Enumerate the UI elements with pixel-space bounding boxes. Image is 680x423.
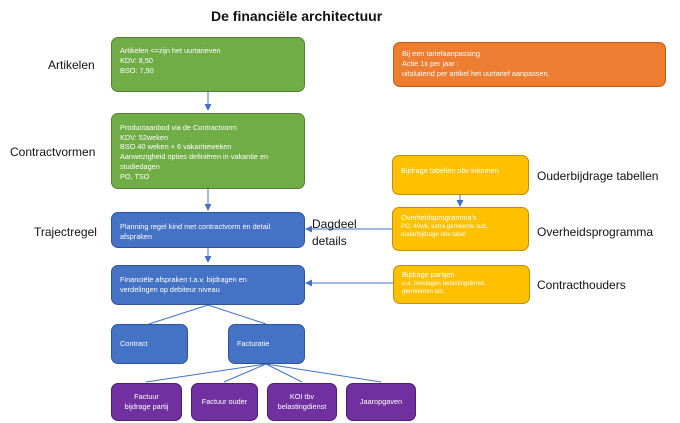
box-line: KOI tbv [289,392,315,401]
box-line: BSO 40 weken + 6 vakantieweken [120,142,232,152]
box-line: belastingdienst [277,402,327,412]
box-planning-regel: Planning regel kind met contractvorm en … [111,212,305,248]
box-line: BSO: 7,90 [120,66,154,76]
box-overheidsprogramma: Overheidsprogramma's PO, 40wk, extra gem… [392,207,529,251]
box-koi-belastingdienst: KOI tbv belastingdienst [267,383,337,421]
line-financieel-contract [148,304,209,325]
label-details: details [312,234,347,248]
box-line: Artikelen <=zijn het uurtarieven [120,46,221,55]
box-facturatie: Facturatie [228,324,305,364]
box-line: Facturatie [237,339,270,348]
box-line: KDV: 8,50 [120,56,153,66]
box-line: Actie 1x per jaar : [402,59,459,69]
box-line: uitsluitend per artikel het uurtarief aa… [402,69,550,79]
box-line: gemeenten etc. [402,288,445,296]
box-line: verdelingen op debiteur niveau [120,285,220,295]
box-line: Productaanbod via de Contractvorm [120,123,237,132]
box-jaaropgaven: Jaaropgaven [346,383,416,421]
line-facturatie-koi [265,363,303,383]
box-line: Factuur ouder [201,397,248,406]
box-factuur-bijdrage-partij: Factuur bijdrage partij [111,383,182,421]
line-facturatie-factuur-ouder [223,363,267,383]
box-line: PO, 40wk, extra gemeente sub, [401,222,488,230]
box-factuur-ouder: Factuur ouder [191,383,258,421]
box-line: studiedagen [120,161,160,171]
box-line: Bijdrage tabellen obv inkomen [401,166,499,175]
label-contracthouders: Contracthouders [537,278,626,292]
box-line: Contract [120,339,148,348]
box-contract: Contract [111,324,188,364]
box-line: ouderbijdrage obv tabel [401,231,466,239]
box-line: bijdrage partij [124,402,169,412]
page-title: De financiële architectuur [211,8,383,24]
label-artikelen: Artikelen [48,58,95,72]
label-dagdeel: Dagdeel [312,217,357,231]
box-bijdrage-tabellen: Bijdrage tabellen obv inkomen [392,155,529,195]
line-facturatie-factuur-partij [145,363,267,383]
box-bijdrage-partijen: Bijdrage partijen o.a. toeslagen belasti… [393,265,530,304]
box-line: Bij een tariefaanpassing [402,49,480,58]
line-facturatie-jaaropgaven [265,363,382,383]
label-overheidsprogramma: Overheidsprogramma [537,225,654,239]
box-line: Factuur [134,392,159,401]
box-line: Financiële afspraken t.a.v. bijdragen en [120,275,247,284]
box-line: PO, TSO [120,171,150,181]
box-line: Aanwezigheid opties definiëren in vakant… [120,152,269,162]
box-artikelen: Artikelen <=zijn het uurtarieven KDV: 8,… [111,37,305,92]
box-line: Planning regel kind met contractvorm en … [120,222,271,231]
box-tariefaanpassing: Bij een tariefaanpassing Actie 1x per ja… [393,42,666,87]
box-line: Overheidsprogramma's [401,213,477,222]
box-contractvormen: Productaanbod via de Contractvorm KDV: 5… [111,113,305,189]
label-contractvormen: Contractvormen [10,145,96,159]
box-financiele-afspraken: Financiële afspraken t.a.v. bijdragen en… [111,265,305,305]
label-trajectregel: Trajectregel [34,225,97,239]
box-line: Jaaropgaven [359,397,403,406]
label-ouderbijdrage-tabellen: Ouderbijdrage tabellen [537,169,659,183]
box-line: o.a. toeslagen belastingdienst, [402,279,486,287]
box-line: afspraken [120,232,153,242]
box-line: Bijdrage partijen [402,270,455,279]
box-line: KDV: 52weken [120,132,168,142]
line-financieel-facturatie [207,304,267,325]
